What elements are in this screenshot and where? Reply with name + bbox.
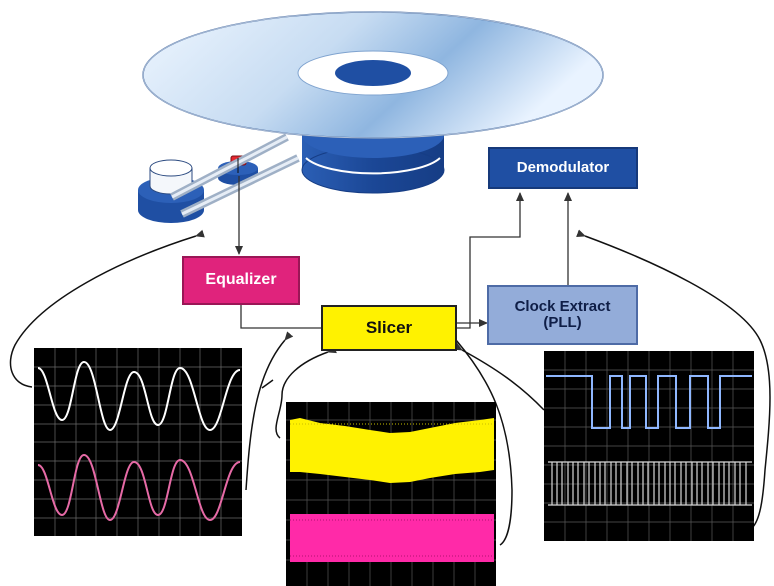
slicer-scope (286, 402, 496, 586)
optical-disc-icon (142, 11, 604, 139)
demodulator-label: Demodulator (516, 159, 610, 177)
equalizer-block: Equalizer (182, 256, 300, 305)
pickup-head-icon (138, 133, 300, 223)
slicer-label: Slicer (365, 318, 413, 338)
signal-flow-lines (235, 176, 572, 329)
clock-extract-block: Clock Extract (PLL) (487, 285, 638, 345)
probe-leads (9, 229, 771, 546)
clock-extract-label: Clock Extract (514, 298, 611, 316)
equalizer-scope (34, 348, 242, 536)
clock-scope (544, 351, 754, 541)
slicer-block: Slicer (321, 305, 457, 351)
equalizer-label: Equalizer (205, 271, 277, 289)
demodulator-block: Demodulator (488, 147, 638, 189)
clock-extract-sublabel: (PLL) (543, 314, 582, 331)
